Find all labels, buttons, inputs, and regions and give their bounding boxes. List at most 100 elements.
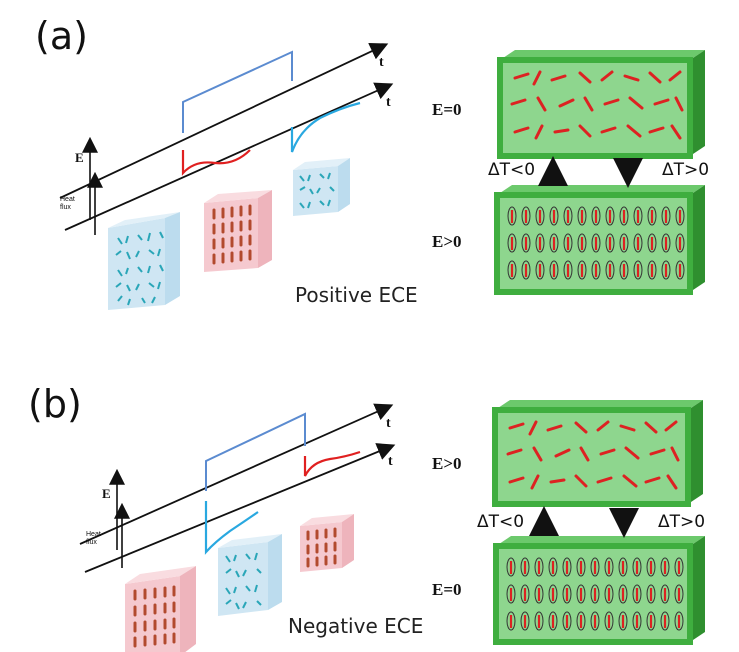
- time-axis-field: [79, 403, 394, 545]
- time-axis-label-lower: t: [386, 95, 391, 110]
- dipole-outline: [591, 233, 601, 253]
- dipole-outline: [520, 584, 530, 604]
- dipole-outline: [647, 260, 657, 280]
- dipole-outline: [619, 233, 629, 253]
- dipole-outline: [604, 611, 614, 631]
- dipole-outline: [506, 584, 516, 604]
- dipole-outline: [506, 557, 516, 577]
- field-axis-label: E: [102, 486, 111, 501]
- disordered-cube-1: [108, 212, 180, 310]
- dipole-outline: [674, 584, 684, 604]
- heat-absorb-curve: [290, 101, 361, 153]
- time-axis-label-upper: t: [379, 55, 384, 70]
- dipole-outline: [507, 233, 517, 253]
- ece-caption: Positive ECE: [295, 283, 418, 307]
- time-axis-heat: [64, 82, 394, 231]
- dipole-outline: [619, 206, 629, 226]
- heat-release-curve: [181, 149, 251, 176]
- heat-flux-label: Heat flux: [60, 196, 75, 211]
- top-box-label: E=0: [432, 100, 462, 119]
- bottom-box-label: E>0: [432, 232, 462, 251]
- field-axis-label: E: [75, 150, 84, 165]
- disordered-cube-2: [293, 158, 350, 216]
- heat-release-curve: [303, 450, 361, 477]
- dipole-outline: [605, 233, 615, 253]
- dipole-outline: [605, 260, 615, 280]
- dipole-outline: [549, 206, 559, 226]
- dipole-outline: [576, 584, 586, 604]
- top-box: [492, 400, 703, 507]
- dipole-outline: [591, 260, 601, 280]
- top-box-label: E>0: [432, 454, 462, 473]
- dipole-outline: [521, 206, 531, 226]
- heat-flux-label: Heat flux: [86, 531, 101, 546]
- dipole-outline: [563, 206, 573, 226]
- bottom-box: [493, 536, 705, 645]
- dipole-outline: [632, 611, 642, 631]
- field-pulse: [205, 412, 306, 491]
- dipole-outline: [647, 233, 657, 253]
- dipole-outline: [675, 206, 685, 226]
- dipole-outline: [534, 584, 544, 604]
- ordered-cube-2: [300, 514, 354, 572]
- dipole-outline: [535, 260, 545, 280]
- panel-label: (a): [35, 14, 88, 58]
- ordered-cube-1: [125, 566, 196, 652]
- dipole-outline: [520, 611, 530, 631]
- ordered-cube: [204, 190, 272, 272]
- dipole-outline: [521, 233, 531, 253]
- panel-label: (b): [28, 382, 82, 426]
- panel-a: (a) t t E Heat flux Positive ECE E=0 E>0…: [35, 14, 710, 310]
- dipole-outline: [507, 206, 517, 226]
- dipole-outline: [548, 611, 558, 631]
- dipole-outline: [618, 611, 628, 631]
- dipole-outline: [604, 557, 614, 577]
- aligned-dipoles: [507, 206, 685, 280]
- dipole-outline: [661, 260, 671, 280]
- dipole-outline: [506, 611, 516, 631]
- dipole-outline: [549, 233, 559, 253]
- dipole-outline: [562, 584, 572, 604]
- heating-label: ΔT>0: [662, 160, 710, 180]
- time-axis-heat: [84, 443, 396, 573]
- dipole-outline: [632, 584, 642, 604]
- dipole-outline: [605, 206, 615, 226]
- dipole-outline: [646, 557, 656, 577]
- dipole-outline: [619, 260, 629, 280]
- dipole-outline: [660, 611, 670, 631]
- dipole-outline: [562, 611, 572, 631]
- dipole-outline: [534, 611, 544, 631]
- dipole-outline: [577, 233, 587, 253]
- dipole-outline: [548, 557, 558, 577]
- ece-caption: Negative ECE: [288, 614, 424, 638]
- dipole-outline: [618, 557, 628, 577]
- panel-b-graphics: [79, 400, 705, 652]
- dipole-outline: [590, 584, 600, 604]
- dipole-outline: [660, 584, 670, 604]
- dipole-outline: [674, 611, 684, 631]
- dipole-outline: [674, 557, 684, 577]
- panel-a-graphics: [59, 42, 705, 310]
- dipole-outline: [590, 611, 600, 631]
- dipole-outline: [660, 557, 670, 577]
- dipole-outline: [577, 206, 587, 226]
- dipole-outline: [646, 584, 656, 604]
- panel-b: (b) t t E Heat flux Negative ECE E>0 E=0…: [0, 326, 739, 652]
- dipole-outline: [604, 584, 614, 604]
- dipole-outline: [577, 260, 587, 280]
- dipole-outline: [661, 233, 671, 253]
- dipole-outline: [535, 233, 545, 253]
- dipole-outline: [548, 584, 558, 604]
- bottom-box-label: E=0: [432, 580, 462, 599]
- top-box: [497, 50, 705, 159]
- dipole-outline: [632, 557, 642, 577]
- dipole-outline: [521, 260, 531, 280]
- time-axis-field: [59, 42, 389, 199]
- field-pulse: [182, 50, 293, 133]
- dipole-outline: [576, 611, 586, 631]
- dipole-outline: [534, 557, 544, 577]
- dipole-outline: [520, 557, 530, 577]
- dipole-outline: [591, 206, 601, 226]
- dipole-outline: [507, 260, 517, 280]
- dipole-outline: [549, 260, 559, 280]
